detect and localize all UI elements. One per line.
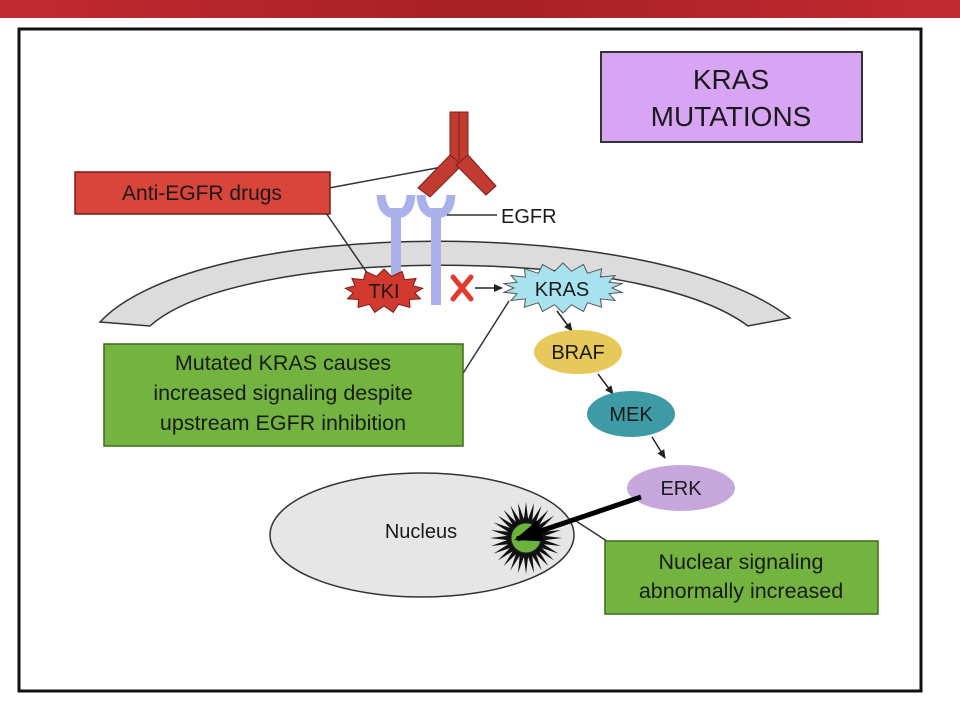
egfr-receptor-right bbox=[416, 194, 456, 305]
kras-starburst-icon bbox=[501, 262, 625, 314]
arrow-braf-mek bbox=[597, 373, 614, 395]
title-box: KRAS MUTATIONS bbox=[600, 51, 863, 143]
connector-drugs-antibody bbox=[328, 166, 443, 189]
egfr-receptor-left bbox=[376, 194, 416, 305]
mutated-kras-callout-line-2: increased signaling despite bbox=[153, 381, 412, 405]
tki-node: TKI bbox=[343, 268, 425, 314]
erk-label: ERK bbox=[660, 478, 702, 500]
anti-egfr-drugs-bg bbox=[74, 171, 331, 215]
arrow-erk-nucleus bbox=[514, 494, 642, 542]
mutated-kras-callout: Mutated KRAS causes increased signaling … bbox=[103, 343, 464, 447]
antibody-left-arm bbox=[417, 154, 463, 198]
egfr-right-cup bbox=[416, 194, 456, 219]
top-banner bbox=[0, 0, 960, 18]
nuclear-signaling-callout: Nuclear signaling abnormally increased bbox=[604, 540, 879, 615]
nucleus-label: Nucleus bbox=[385, 521, 457, 543]
nucleus: Nucleus bbox=[269, 472, 575, 598]
mutated-kras-callout-line-3: upstream EGFR inhibition bbox=[160, 411, 406, 435]
red-x-stroke-2 bbox=[450, 274, 474, 302]
title-box-bg bbox=[600, 51, 863, 143]
egfr-right-stem bbox=[431, 208, 441, 305]
title-line-2: MUTATIONS bbox=[651, 101, 812, 132]
connector-kras-callout bbox=[459, 300, 510, 379]
erk-node: ERK bbox=[627, 465, 735, 511]
kras-label: KRAS bbox=[535, 279, 589, 301]
mek-ellipse bbox=[587, 391, 675, 437]
connector-drugs-tki bbox=[325, 212, 373, 281]
egfr-left-cup bbox=[376, 194, 416, 219]
title-line-1: KRAS bbox=[693, 64, 769, 95]
braf-ellipse bbox=[534, 330, 622, 374]
anti-egfr-drugs-label: Anti-EGFR drugs bbox=[122, 182, 282, 205]
kras-node: KRAS bbox=[501, 262, 625, 314]
nucleus-ellipse bbox=[269, 472, 575, 598]
egfr-left-stem bbox=[391, 208, 401, 305]
tki-starburst-icon bbox=[343, 268, 425, 314]
mutated-kras-callout-bg bbox=[103, 343, 464, 447]
red-x-icon bbox=[450, 274, 474, 302]
nuclear-signaling-callout-line-1: Nuclear signaling bbox=[659, 550, 824, 574]
mek-label: MEK bbox=[609, 404, 653, 426]
mutated-kras-callout-line-1: Mutated KRAS causes bbox=[175, 351, 391, 375]
antibody-right-arm bbox=[455, 154, 497, 196]
arrow-mek-erk bbox=[651, 436, 666, 459]
nuclear-signaling-callout-bg bbox=[604, 540, 879, 615]
cell-membrane bbox=[98, 240, 792, 327]
tki-label: TKI bbox=[368, 281, 399, 303]
mek-node: MEK bbox=[587, 391, 675, 437]
anti-egfr-drugs-box: Anti-EGFR drugs bbox=[74, 171, 331, 215]
arrow-kras-braf bbox=[556, 310, 573, 332]
braf-label: BRAF bbox=[551, 342, 604, 364]
nuclear-signaling-callout-line-2: abnormally increased bbox=[639, 579, 843, 603]
egfr-label: EGFR bbox=[501, 206, 557, 228]
antibody-icon bbox=[417, 111, 497, 198]
erk-ellipse bbox=[627, 465, 735, 511]
braf-node: BRAF bbox=[534, 330, 622, 374]
